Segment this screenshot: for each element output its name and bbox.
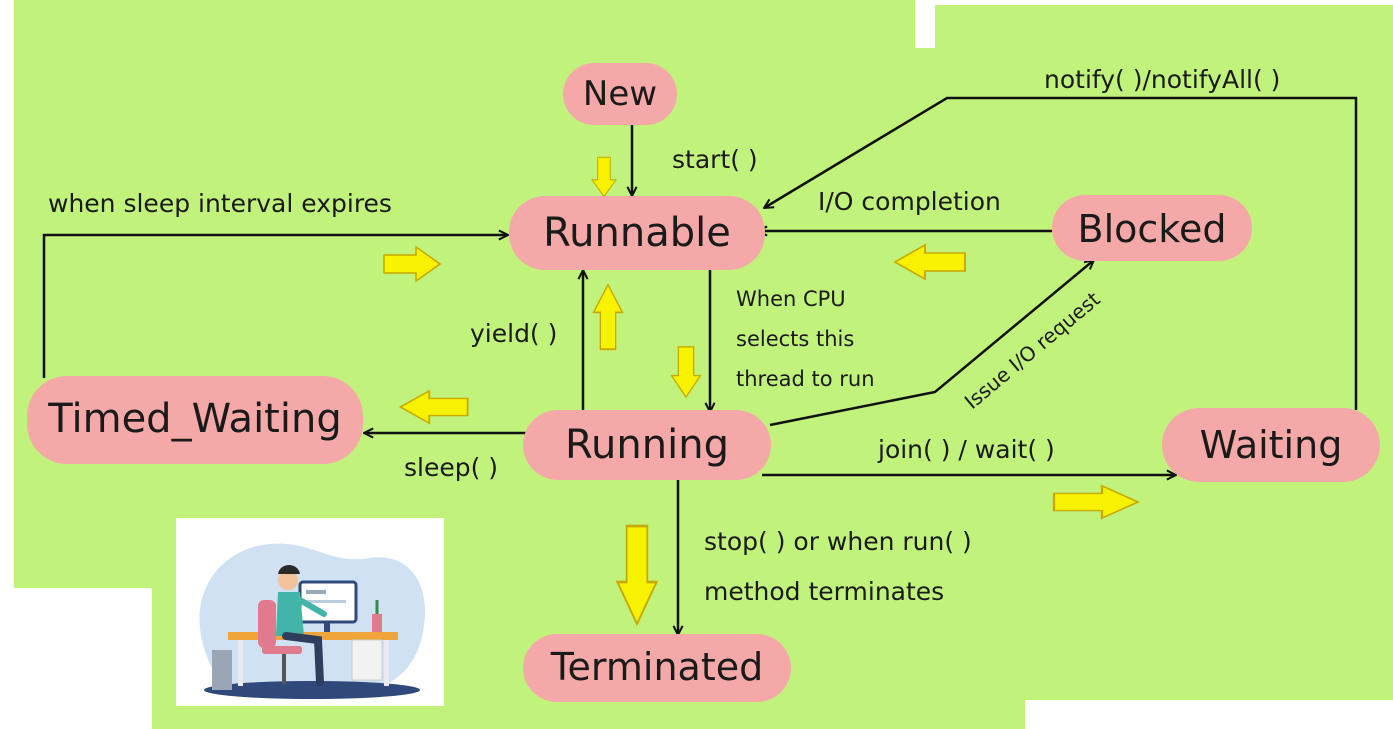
label-io-completion: I/O completion [818,187,1001,216]
label-yield: yield( ) [470,319,557,348]
state-blocked-label: Blocked [1078,207,1227,251]
state-running-label: Running [565,422,729,468]
label-start: start( ) [672,145,758,174]
label-stop-line-1: stop( ) or when run( ) [704,527,972,556]
state-runnable: Runnable [509,196,765,270]
state-running: Running [523,410,771,480]
state-timed-waiting: Timed_Waiting [27,376,363,464]
state-blocked: Blocked [1052,195,1252,261]
state-runnable-label: Runnable [543,210,731,256]
label-cpu-selects-line-2: selects this [736,327,854,351]
label-sleep: sleep( ) [404,453,498,482]
label-sleep-expires: when sleep interval expires [48,189,392,218]
timed-waiting-to-runnable-line [42,235,508,378]
state-timed-waiting-label: Timed_Waiting [47,396,341,442]
waiting-to-runnable-notify-line [764,96,1358,410]
label-cpu-selects-line-3: thread to run [736,367,875,391]
person-at-computer-desk-icon [176,518,444,706]
state-new: New [563,63,677,125]
label-cpu-selects-line-1: When CPU [736,287,846,311]
state-waiting: Waiting [1162,408,1380,482]
running-to-blocked-line [769,260,1094,427]
state-waiting-label: Waiting [1200,423,1343,467]
label-join-wait: join( ) / wait( ) [877,435,1055,464]
transition-lines [42,96,1358,635]
state-new-label: New [583,74,657,114]
label-notify: notify( )/notifyAll( ) [1044,65,1280,94]
state-terminated-label: Terminated [550,645,763,689]
state-terminated: Terminated [523,634,791,702]
label-stop-line-2: method terminates [704,577,944,606]
